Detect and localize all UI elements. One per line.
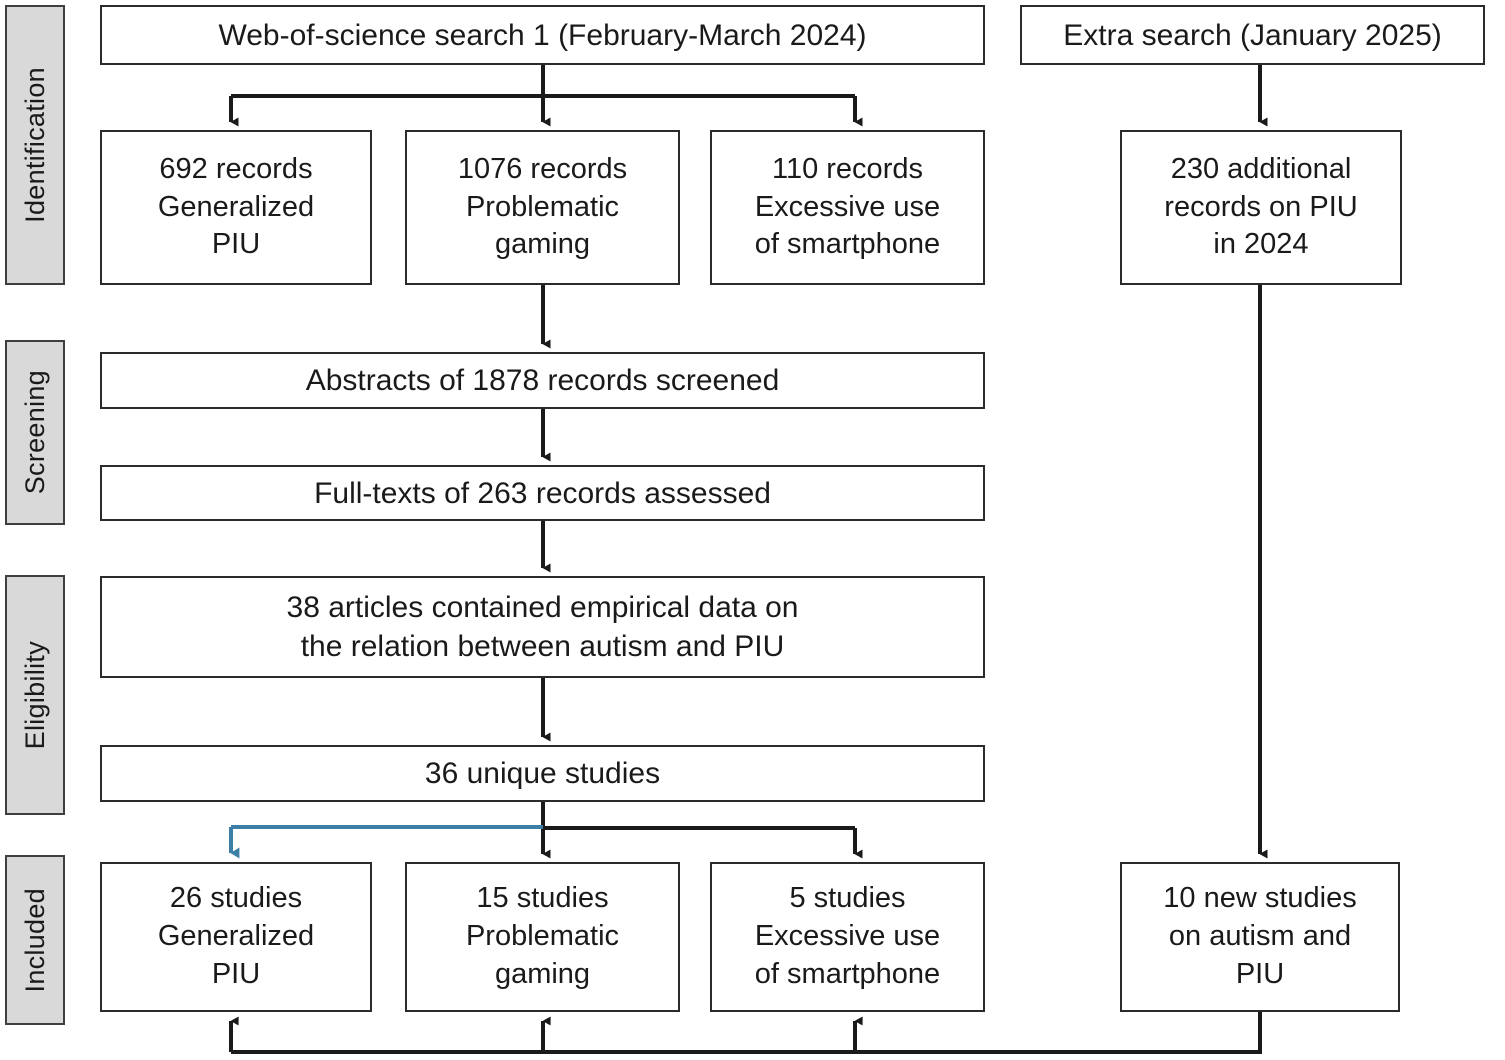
stage-label-included-text: Included: [19, 887, 50, 993]
node-extra-search: Extra search (January 2025): [1020, 5, 1485, 65]
node-web-of-science-search-1-text: Web-of-science search 1 (February-March …: [218, 18, 867, 52]
node-fulltexts-assessed-text: Full-texts of 263 records assessed: [314, 476, 771, 510]
stage-label-screening: Screening: [5, 340, 65, 525]
node-abstracts-screened: Abstracts of 1878 records screened: [100, 352, 985, 409]
node-web-of-science-search-1: Web-of-science search 1 (February-March …: [100, 5, 985, 65]
stage-label-eligibility: Eligibility: [5, 575, 65, 815]
stage-label-identification-text: Identification: [19, 67, 50, 223]
node-unique-studies-text: 36 unique studies: [424, 757, 661, 790]
node-abstracts-screened-text: Abstracts of 1878 records screened: [305, 364, 780, 397]
edge-unique36-bus-right: [541, 802, 855, 830]
edge-search1-bus: [231, 65, 855, 98]
stage-label-screening-text: Screening: [19, 370, 50, 495]
node-unique-studies: 36 unique studies: [100, 745, 985, 802]
stage-label-identification: Identification: [5, 5, 65, 285]
edge-feedback-bus: [231, 1012, 1262, 1054]
stage-label-included: Included: [5, 855, 65, 1025]
node-fulltexts-assessed: Full-texts of 263 records assessed: [100, 465, 985, 521]
node-extra-search-text: Extra search (January 2025): [1063, 18, 1442, 52]
stage-label-eligibility-text: Eligibility: [19, 640, 50, 750]
